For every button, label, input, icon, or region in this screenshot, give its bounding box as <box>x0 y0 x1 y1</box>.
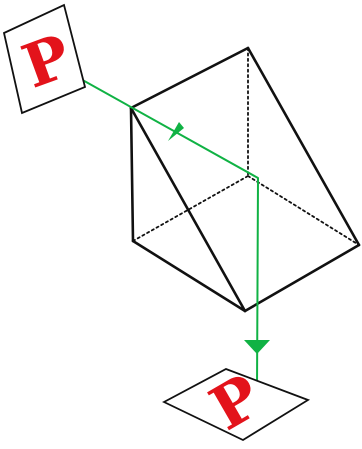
light-ray <box>69 72 270 391</box>
edge-top-ridge <box>129 46 250 110</box>
edge-right-bottom <box>243 243 361 313</box>
ray-path <box>69 72 259 391</box>
edge-hypotenuse-diagonal <box>129 106 247 313</box>
prism-hidden-edges <box>132 47 360 246</box>
ray-direction-arrow-upper <box>168 122 184 141</box>
edge-left-vertical <box>129 106 135 243</box>
edge-front-bottom <box>131 239 247 313</box>
edge-right-slope <box>246 46 361 247</box>
hidden-edge-back-right <box>247 175 360 246</box>
input-card-frame <box>2 3 87 115</box>
prism-visible-edges <box>129 46 361 313</box>
output-card-frame <box>162 368 311 442</box>
output-image-card: P <box>162 361 311 445</box>
hidden-edge-back-left <box>132 175 249 242</box>
input-object-card: P <box>2 3 87 115</box>
ray-direction-arrow-lower <box>244 340 270 354</box>
output-letter: P <box>199 361 273 444</box>
